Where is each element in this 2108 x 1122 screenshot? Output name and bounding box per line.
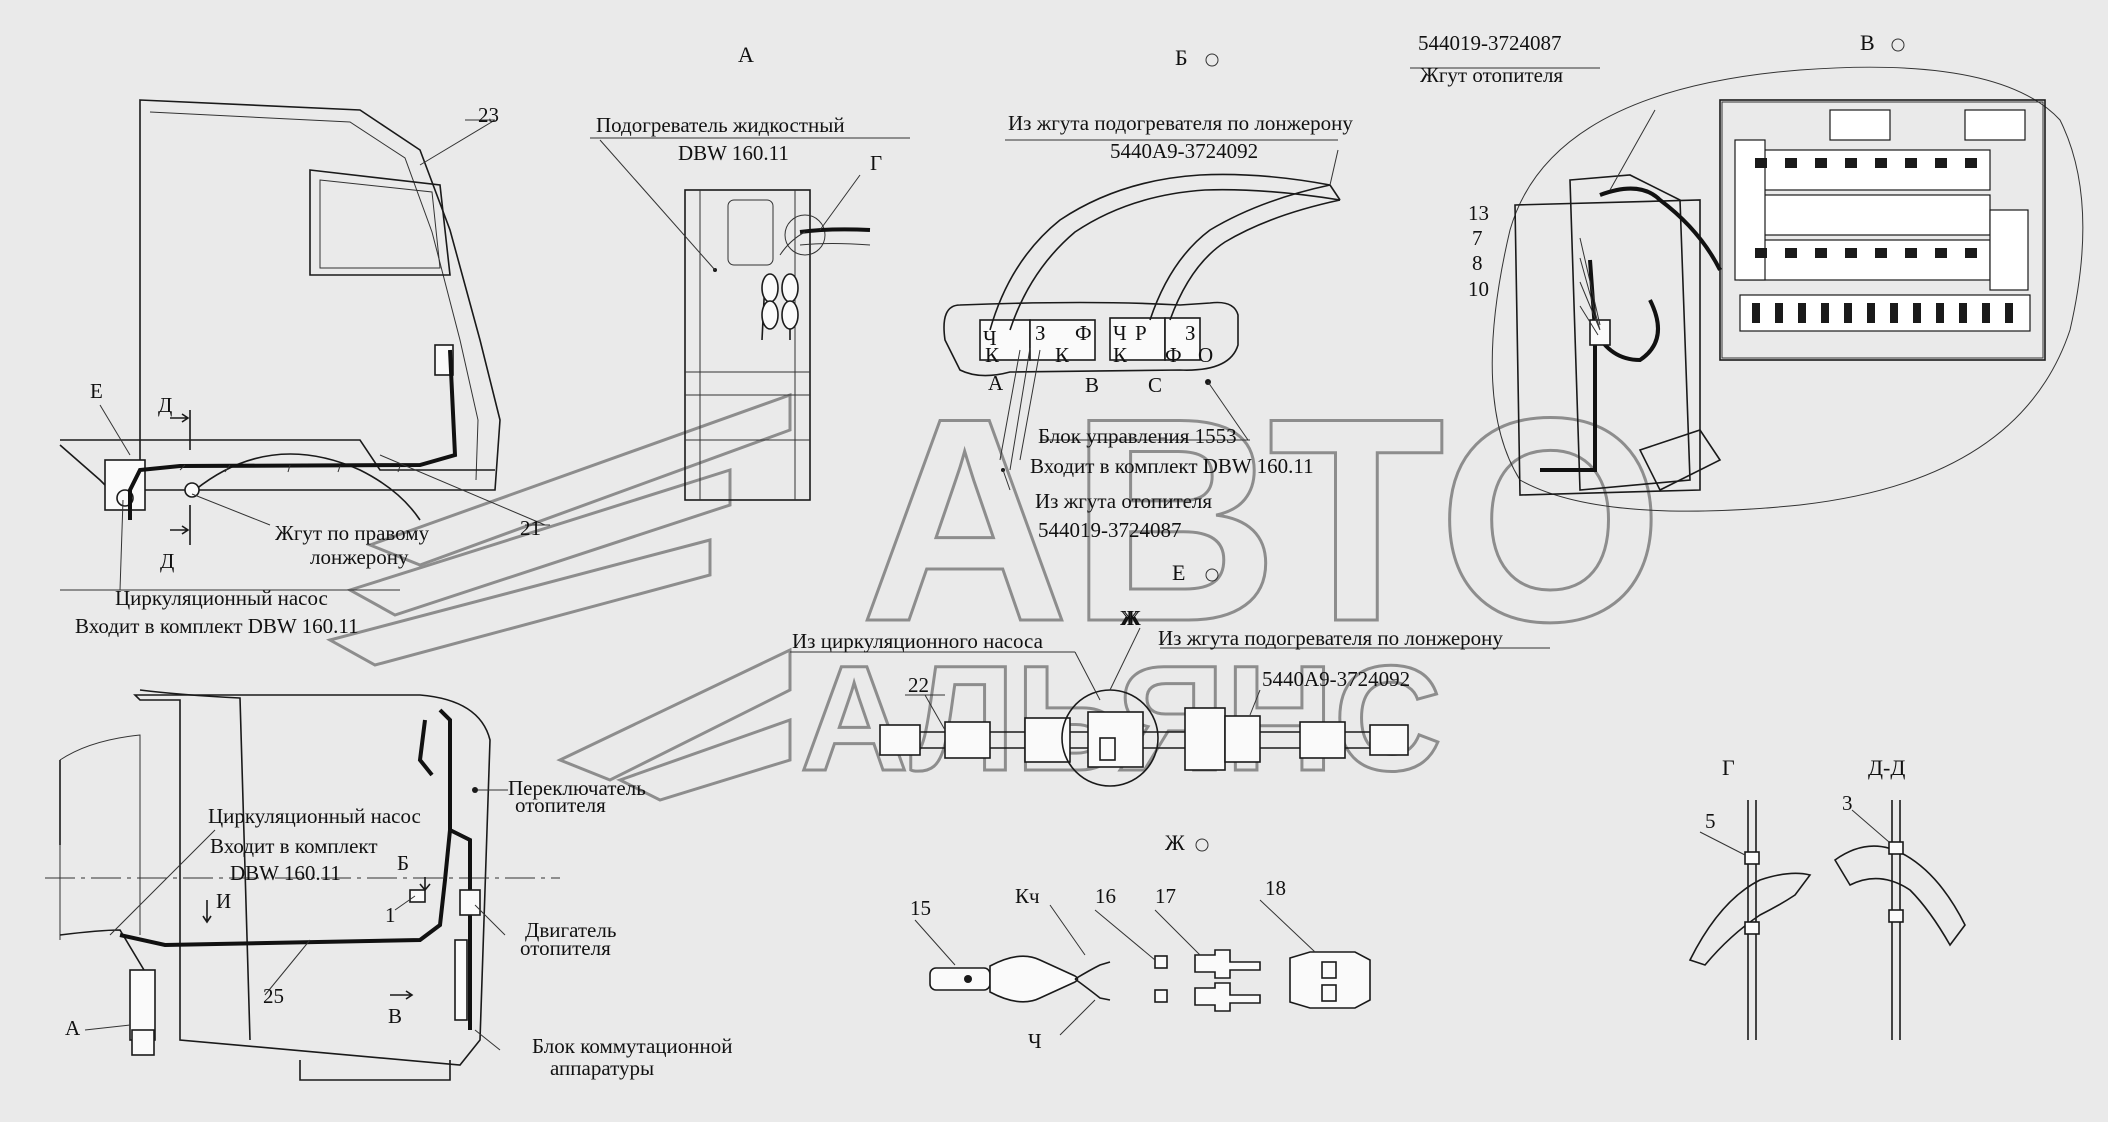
callout-10: 10 — [1468, 277, 1489, 301]
callout-25: 25 — [263, 984, 284, 1008]
pin-7: Р — [1135, 321, 1147, 345]
view-DD-title: Д-Д — [1868, 755, 1905, 780]
view-A-heater — [590, 137, 910, 501]
marker-Zh-top: Ж — [1122, 606, 1141, 630]
view-E-rotation-icon — [1205, 568, 1219, 582]
view-Zh-parts — [914, 899, 1371, 1036]
marker-D-top: Д — [158, 393, 172, 417]
label-heating-harness-no: 544019-3724087 — [1418, 31, 1562, 55]
callout-13: 13 — [1468, 201, 1489, 225]
label-heater-2: DBW 160.11 — [678, 141, 789, 165]
pin-10: Ф — [1165, 343, 1182, 367]
label-control-unit-2: Входит в комплект DBW 160.11 — [1030, 454, 1314, 478]
callout-23: 23 — [478, 103, 499, 127]
view-Zh-rotation-icon — [1195, 838, 1209, 852]
label-from-heating-harness-2: 544019-3724087 — [1038, 518, 1182, 542]
label-heater-1: Подогреватель жидкостный — [596, 113, 845, 137]
label-pump-cab-2: Входит в комплект — [210, 834, 378, 858]
pin-1: Ч — [983, 326, 997, 350]
label-relay-block-1: Блок коммутационной — [532, 1034, 732, 1058]
marker-V-cab: В — [388, 1004, 402, 1028]
pin-5: К — [1055, 343, 1070, 367]
label-from-heater-spar-1: Из жгута подогревателя по лонжерону — [1158, 626, 1503, 650]
connector-C: С — [1148, 373, 1162, 397]
label-pump-top-1: Циркуляционный насос — [115, 586, 328, 610]
callout-17: 17 — [1155, 884, 1176, 908]
label-pump-cab-1: Циркуляционный насос — [208, 804, 421, 828]
label-from-heater-harness-2: 5440А9-3724092 — [1110, 139, 1258, 163]
callout-15: 15 — [910, 896, 931, 920]
view-G-clamp — [1688, 800, 1812, 1040]
label-motor-2: отопителя — [520, 936, 611, 960]
label-switch-1: Переключатель — [508, 776, 646, 800]
pin-6: Ч — [1113, 321, 1127, 345]
view-E-title: Е — [1172, 560, 1185, 585]
cab-side-view — [59, 99, 550, 591]
label-relay-block-2: аппаратуры — [550, 1056, 654, 1080]
view-B-rotation-icon — [1205, 53, 1219, 67]
label-right-spar-2: лонжерону — [310, 545, 409, 569]
view-V-relay-panel — [1410, 66, 2084, 512]
label-motor-1: Двигатель — [525, 918, 616, 942]
view-A-title: А — [738, 42, 754, 67]
label-heating-harness: Жгут отопителя — [1420, 63, 1563, 87]
label-control-unit-1: Блок управления 1553 — [1038, 424, 1237, 448]
marker-B-cab: Б — [397, 851, 409, 875]
callout-3: 3 — [1842, 791, 1853, 815]
label-right-spar-1: Жгут по правому — [275, 521, 430, 545]
callout-18: 18 — [1265, 876, 1286, 900]
label-from-heater-spar-2: 5440А9-3724092 — [1262, 667, 1410, 691]
label-from-heater-harness-1: Из жгута подогревателя по лонжерону — [1008, 111, 1353, 135]
view-V-title: В — [1860, 30, 1875, 55]
cab-front-view — [45, 689, 560, 1081]
view-Zh-title: Ж — [1120, 606, 1139, 630]
marker-I: И — [216, 889, 231, 913]
pin-4: К — [985, 343, 1000, 367]
view-V-rotation-icon — [1891, 38, 1905, 52]
label-from-heating-harness-1: Из жгута отопителя — [1035, 489, 1212, 513]
pin-2: З — [1035, 321, 1046, 345]
view-Zh-detail-title: Ж — [1165, 830, 1185, 855]
callout-Kch: Кч — [1015, 884, 1040, 908]
marker-G-view-A: Г — [870, 151, 882, 175]
watermark-line1: АВТО — [860, 358, 1663, 682]
pin-9: К — [1113, 343, 1128, 367]
view-B-control-unit — [943, 139, 1341, 491]
callout-21: 21 — [520, 516, 541, 540]
label-switch-2: отопителя — [515, 793, 606, 817]
label-from-pump: Из циркуляционного насоса — [792, 629, 1044, 653]
callout-16: 16 — [1095, 884, 1116, 908]
callout-Ch: Ч — [1028, 1029, 1042, 1053]
pin-3: Ф — [1075, 321, 1092, 345]
callout-1: 1 — [385, 903, 396, 927]
marker-E: Е — [90, 379, 103, 403]
watermark-emblem — [326, 392, 792, 802]
marker-A-cab: А — [65, 1016, 81, 1040]
callout-22: 22 — [908, 673, 929, 697]
view-G-title: Г — [1722, 755, 1735, 780]
view-B-title: Б — [1175, 45, 1188, 70]
label-pump-top-2: Входит в комплект DBW 160.11 — [75, 614, 359, 638]
view-DD-clamp — [1833, 800, 1966, 1040]
pin-11: О — [1198, 343, 1213, 367]
view-Zh-connector-assembly — [790, 627, 1550, 787]
marker-D-bottom: Д — [160, 549, 174, 573]
connector-B: В — [1085, 373, 1099, 397]
watermark: АВТО АЛЬЯНС — [326, 357, 1665, 804]
callout-5: 5 — [1705, 809, 1716, 833]
connector-A: А — [988, 371, 1004, 395]
pin-8: З — [1185, 321, 1196, 345]
callout-7: 7 — [1472, 226, 1483, 250]
label-pump-cab-3: DBW 160.11 — [230, 861, 341, 885]
callout-8: 8 — [1472, 251, 1483, 275]
